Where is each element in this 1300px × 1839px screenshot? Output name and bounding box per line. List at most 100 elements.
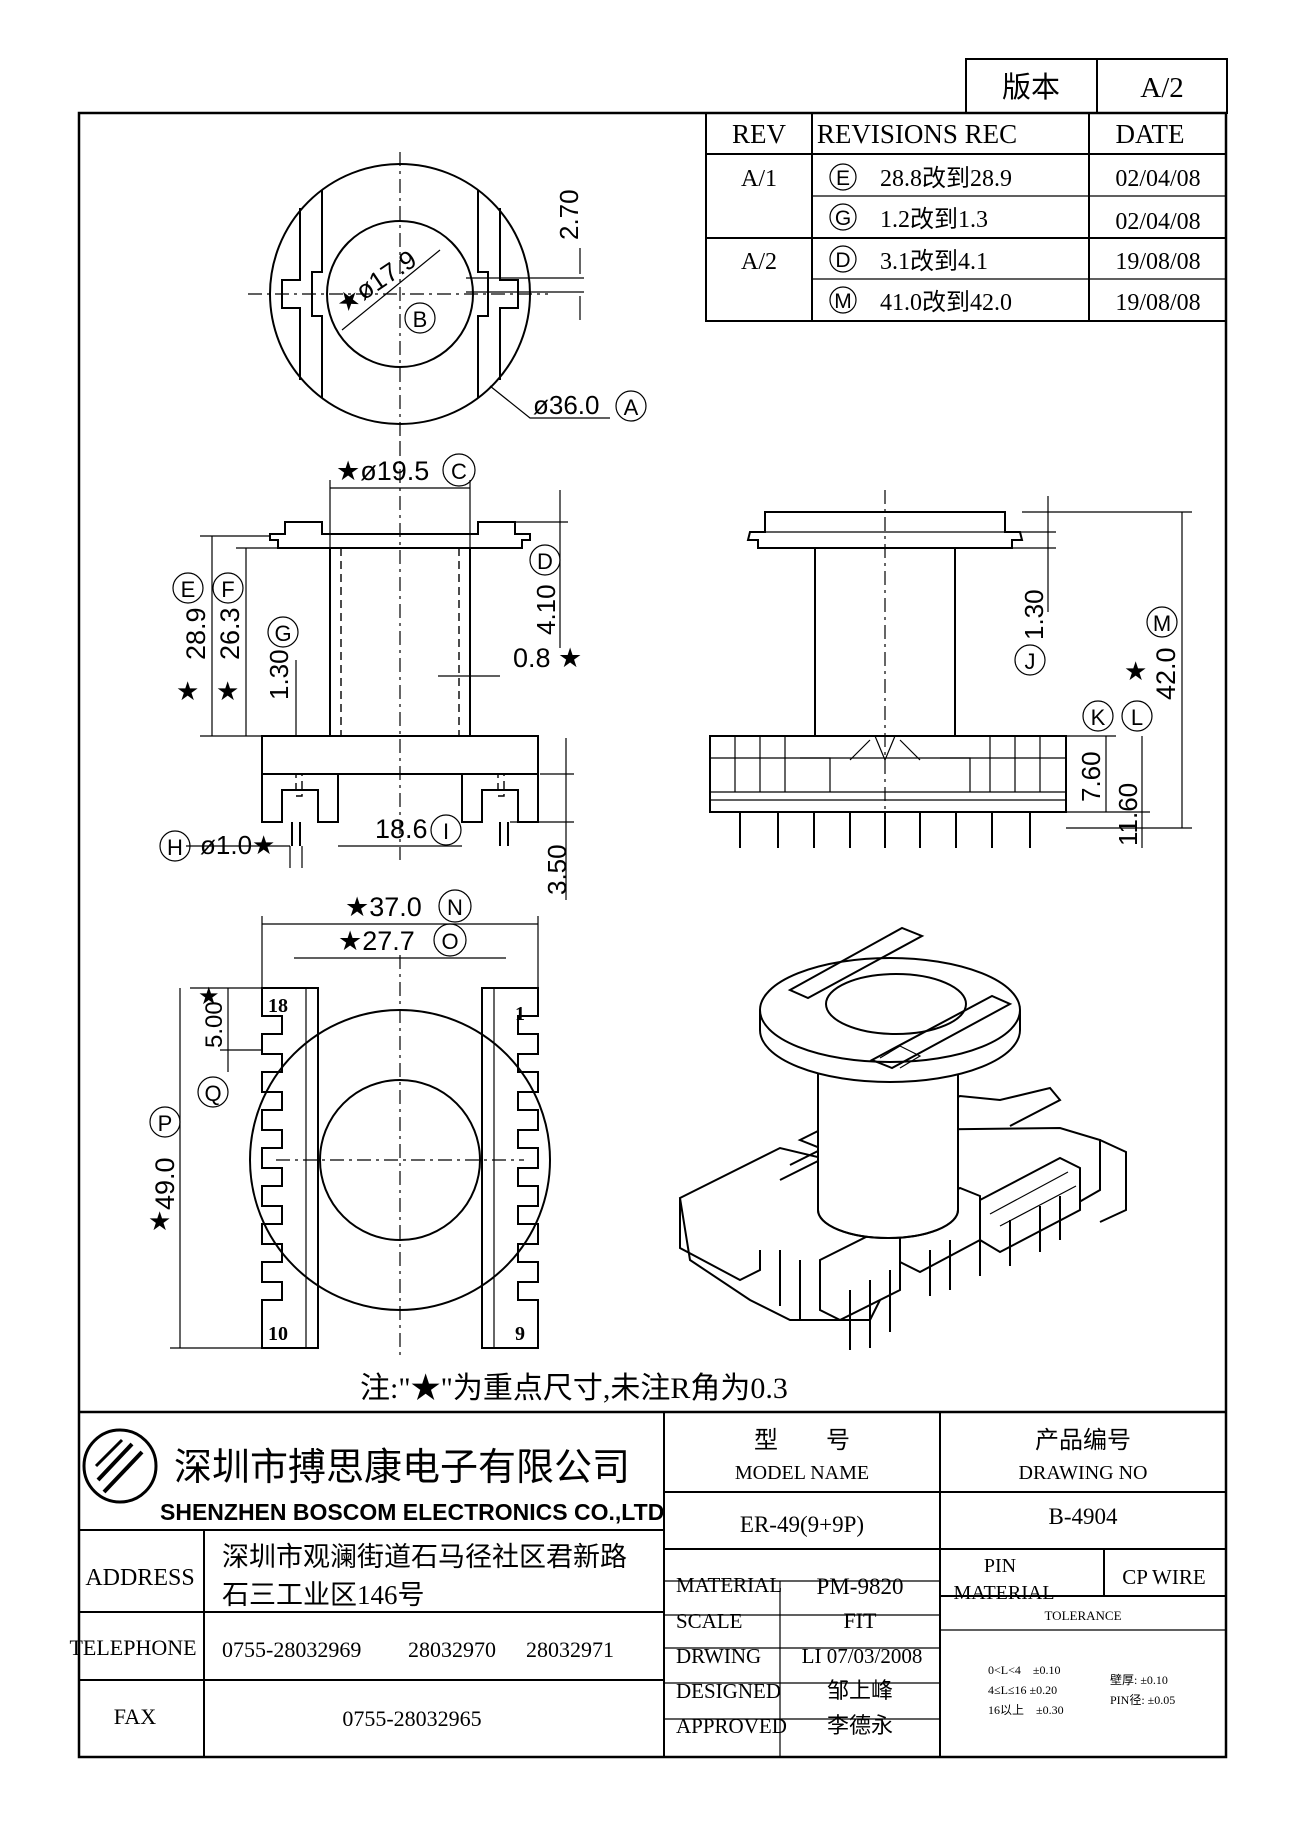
dim-5-00: 5.00: [201, 1001, 228, 1048]
designed-value: 邹上峰: [827, 1678, 893, 1703]
rev-row-4-mark: M: [834, 290, 852, 313]
dim-dia-19-5: ★ø19.5: [336, 456, 429, 486]
rev-row-3-date: 19/08/08: [1115, 249, 1200, 275]
pin-label: PIN: [984, 1555, 1016, 1577]
tolerance-3: 16以上 ±0.30: [988, 1703, 1064, 1717]
dim-dia-36: ø36.0: [533, 390, 600, 420]
version-box: 版本 A/2: [965, 58, 1228, 114]
designed-label: DESIGNED: [676, 1679, 781, 1703]
dim-4-10: 4.10: [531, 584, 561, 635]
tolerance-2: 4≤L≤16 ±0.20: [988, 1683, 1057, 1697]
address-line2: 石三工业区146号: [222, 1580, 425, 1610]
drawing-label-cn: 产品编号: [1035, 1427, 1131, 1454]
dim-26-3: 26.3: [215, 607, 245, 660]
dim-27-7: ★27.7: [338, 926, 415, 956]
tolerance-label: TOLERANCE: [1044, 1608, 1121, 1623]
dim-7-60: 7.60: [1076, 751, 1106, 802]
company-name-en: SHENZHEN BOSCOM ELECTRONICS CO.,LTD: [160, 1499, 664, 1525]
pin-18-label: 18: [268, 995, 288, 1017]
pin-label-2: MATERIAL: [953, 1582, 1054, 1604]
telephone-label: TELEPHONE: [69, 1635, 196, 1660]
telephone-1: 0755-28032969: [222, 1637, 361, 1662]
dim-11-60: 11.60: [1113, 783, 1143, 846]
star-m: ★: [1124, 656, 1147, 686]
material-label: MATERIAL: [676, 1573, 782, 1597]
company-logo: [82, 1428, 158, 1504]
rev-row-3-text: 3.1改到4.1: [880, 248, 988, 275]
dim-dia-1-0: ø1.0★: [200, 830, 275, 860]
pin-10-label: 10: [268, 1323, 288, 1345]
mark-E: E: [181, 577, 196, 602]
dim-2-70: 2.70: [554, 189, 584, 240]
revisions-header: REVISIONS REC: [817, 119, 1017, 149]
model-value: ER-49(9+9P): [740, 1512, 864, 1537]
material-value: PM-9820: [817, 1574, 904, 1599]
rev-row-4-text: 41.0改到42.0: [880, 289, 1012, 316]
dim-1-30-g: 1.30: [264, 649, 294, 700]
mark-Q: Q: [204, 1081, 221, 1106]
drawing-label-en: DRAWING NO: [1019, 1462, 1148, 1484]
star-p: ★: [148, 1206, 171, 1236]
version-value: A/2: [1140, 72, 1184, 104]
mark-M: M: [1153, 611, 1171, 636]
fax-value: 0755-28032965: [342, 1706, 481, 1731]
dim-1-30-j: 1.30: [1019, 589, 1049, 640]
rev-row-2-mark: G: [835, 207, 851, 230]
pin-1-label: 1: [515, 1003, 525, 1025]
telephone-2: 28032970: [408, 1637, 496, 1662]
date-header: DATE: [1116, 119, 1185, 149]
scale-value: FIT: [844, 1608, 878, 1633]
rev-row-1-mark: E: [836, 167, 850, 190]
mark-H: H: [167, 835, 183, 860]
tolerance-1: 0<L<4 ±0.10: [988, 1663, 1060, 1677]
mark-F: F: [221, 577, 234, 602]
version-label: 版本: [1002, 71, 1060, 104]
mark-K: K: [1091, 705, 1106, 730]
mark-A: A: [624, 395, 639, 420]
rev-row-1-text: 28.8改到28.9: [880, 165, 1012, 192]
pin-9-label: 9: [515, 1323, 525, 1345]
star-f: ★: [216, 676, 239, 706]
dim-3-50: 3.50: [542, 844, 572, 895]
telephone-3: 28032971: [526, 1637, 614, 1662]
mark-P: P: [158, 1111, 173, 1136]
rev-row-2-date: 02/04/08: [1115, 209, 1200, 235]
approved-label: APPROVED: [676, 1714, 787, 1738]
title-block: 深圳市搏思康电子有限公司 SHENZHEN BOSCOM ELECTRONICS…: [69, 1410, 1226, 1757]
dim-dia-17-9: ★ø17.9: [331, 244, 422, 319]
revision-table: REV REVISIONS REC DATE A/1 E 28.8改到28.9 …: [705, 112, 1227, 322]
drwing-label: DRWING: [676, 1644, 761, 1668]
drawing-value: B-4904: [1049, 1504, 1119, 1529]
mark-J: J: [1025, 649, 1036, 674]
rev-row-3-rev: A/2: [741, 249, 777, 275]
mark-N: N: [447, 895, 463, 920]
mark-B: B: [413, 307, 428, 332]
pin-value: CP WIRE: [1122, 1565, 1205, 1589]
mark-L: L: [1131, 705, 1143, 730]
bottom-view: 18 1 10 9 ★37.0 N ★27.7 O 5.00 ★ Q 49.0 …: [148, 889, 551, 1360]
star-e: ★: [176, 676, 199, 706]
fax-label: FAX: [114, 1704, 156, 1729]
address-label: ADDRESS: [85, 1565, 194, 1591]
rev-row-1-date: 02/04/08: [1115, 166, 1200, 192]
dim-18-6: 18.6: [375, 814, 428, 844]
dim-28-9: 28.9: [181, 607, 211, 660]
dim-42: 42.0: [1151, 647, 1181, 700]
dim-49: 49.0: [150, 1157, 180, 1210]
mark-C: C: [451, 459, 467, 484]
scale-label: SCALE: [676, 1609, 743, 1633]
side-view: 1.30 J 42.0 M ★ 7.60 K 11.60 L: [709, 490, 1192, 848]
dim-37: ★37.0: [345, 892, 422, 922]
model-label-cn: 型 号: [754, 1427, 850, 1454]
address-line1: 深圳市观澜街道石马径社区君新路: [222, 1542, 627, 1572]
tolerance-5: PIN径: ±0.05: [1110, 1693, 1175, 1707]
front-view: ★ø19.5 C 28.9 E ★ 26.3 F ★ 1.30 G 4.10 D…: [159, 442, 582, 900]
rev-header: REV: [732, 119, 787, 149]
approved-value: 李德永: [827, 1713, 893, 1738]
note-text: 注:"★"为重点尺寸,未注R角为0.3: [360, 1372, 788, 1405]
model-label-en: MODEL NAME: [735, 1462, 869, 1484]
rev-row-2-text: 1.2改到1.3: [880, 206, 988, 233]
mark-D: D: [537, 549, 553, 574]
rev-row-1-rev: A/1: [741, 166, 777, 192]
